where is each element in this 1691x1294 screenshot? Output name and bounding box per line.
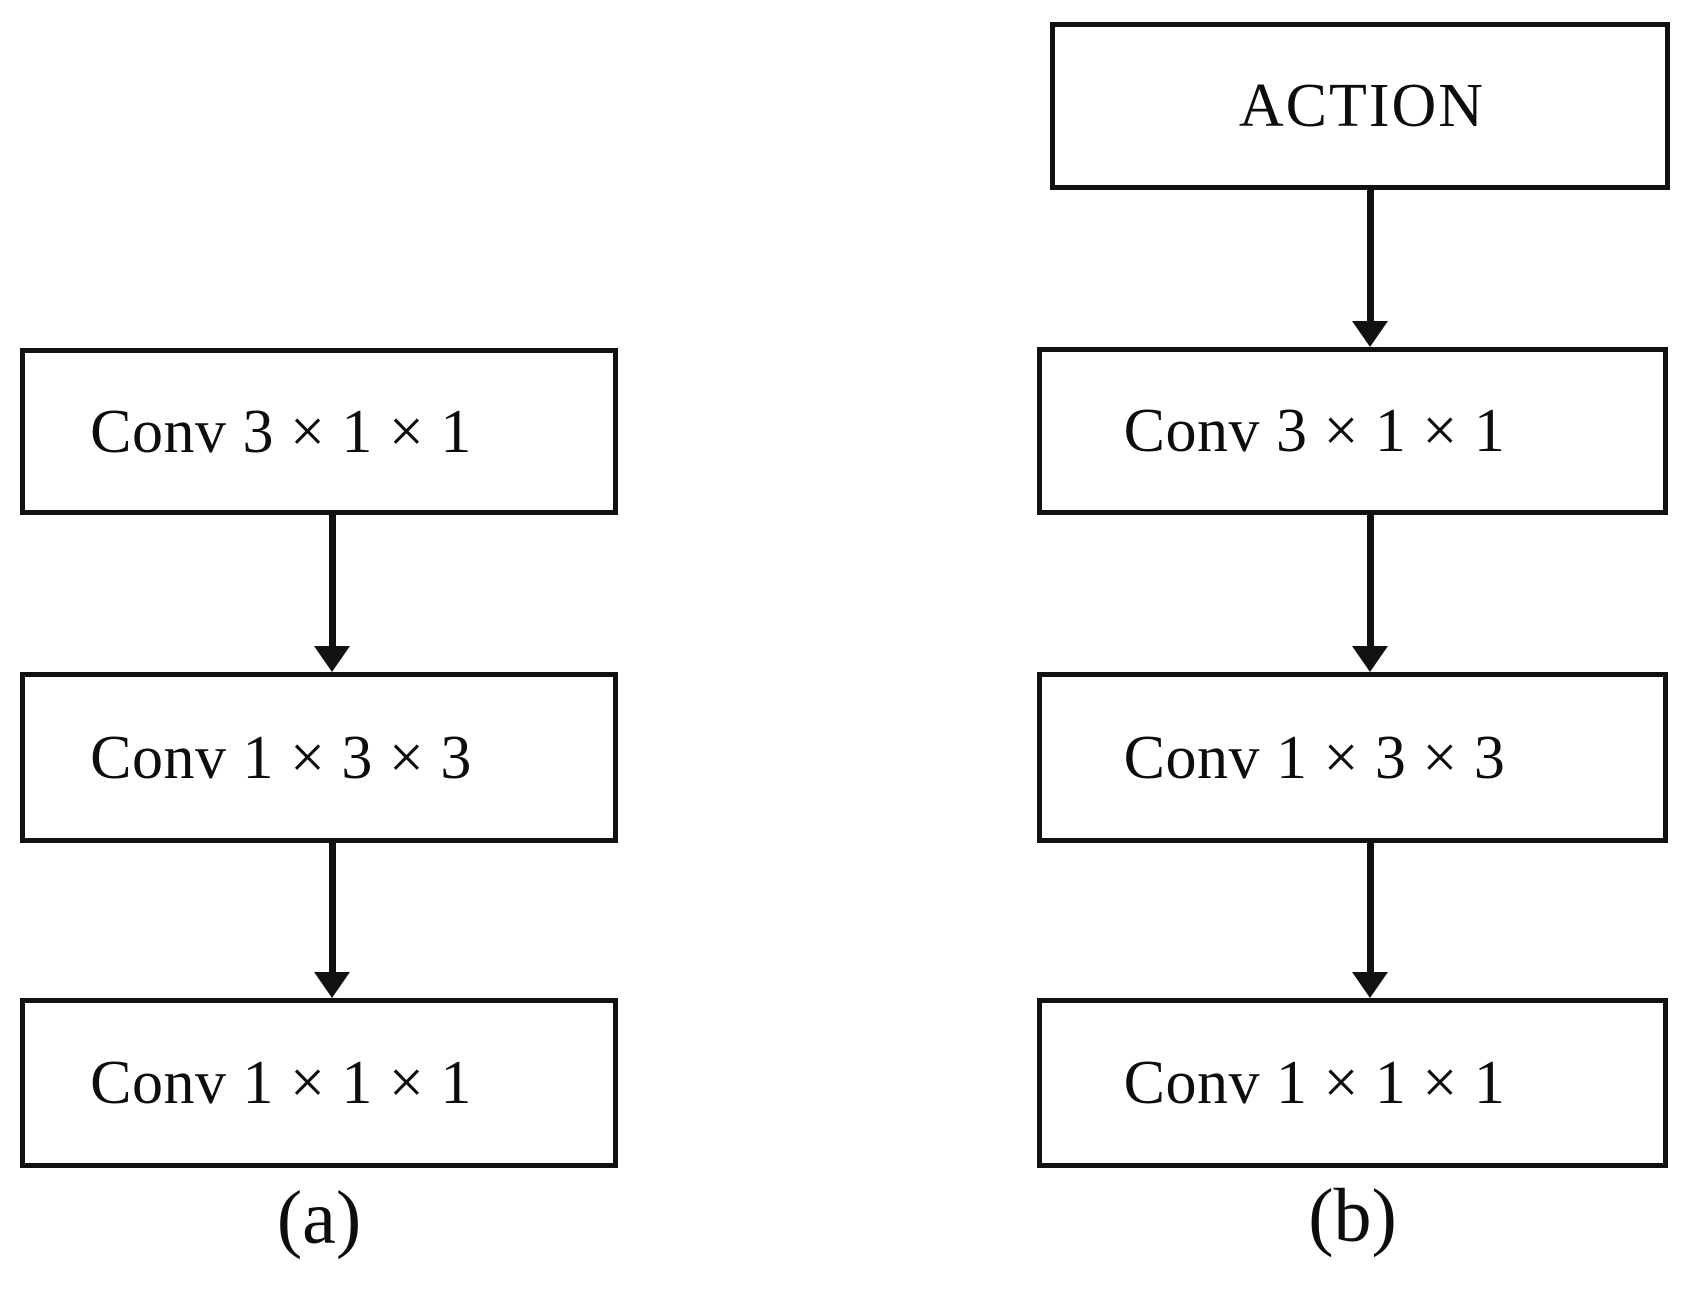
arrow-b-0-stem [1367,190,1374,324]
arrow-a-2-stem [329,843,336,975]
node-a-conv-1x1x1[interactable]: Conv 1 × 1 × 1 [20,998,618,1168]
arrow-b-1-head [1352,646,1388,672]
arrow-b-2 [1352,843,1388,998]
arrow-b-0 [1352,190,1388,347]
node-a-conv-1x3x3[interactable]: Conv 1 × 3 × 3 [20,672,618,843]
node-b-conv-1x1x1[interactable]: Conv 1 × 1 × 1 [1037,998,1668,1168]
node-b-action[interactable]: ACTION [1050,22,1670,190]
arrow-b-1-stem [1367,515,1374,649]
arrow-b-2-head [1352,972,1388,998]
node-b-conv-1x1x1-label: Conv 1 × 1 × 1 [1123,1049,1506,1117]
panel-b-caption: (b) [1308,1174,1397,1258]
node-a-conv-1x1x1-label: Conv 1 × 1 × 1 [90,1049,472,1117]
arrow-b-2-stem [1367,843,1374,975]
arrow-a-2-head [314,972,350,998]
arrow-a-1-head [314,646,350,672]
node-a-conv-3x1x1-label: Conv 3 × 1 × 1 [90,397,472,466]
node-b-conv-3x1x1[interactable]: Conv 3 × 1 × 1 [1037,347,1668,515]
node-a-conv-3x1x1[interactable]: Conv 3 × 1 × 1 [20,348,618,515]
arrow-b-1 [1352,515,1388,672]
panel-a-caption: (a) [276,1176,362,1260]
node-b-conv-3x1x1-label: Conv 3 × 1 × 1 [1123,397,1506,465]
node-b-conv-1x3x3-label: Conv 1 × 3 × 3 [1123,723,1506,792]
arrow-a-1-stem [329,515,336,649]
node-a-conv-1x3x3-label: Conv 1 × 3 × 3 [90,723,472,792]
arrow-a-2 [314,843,350,998]
node-b-action-label: ACTION [1238,72,1486,140]
arrow-a-1 [314,515,350,672]
node-b-conv-1x3x3[interactable]: Conv 1 × 3 × 3 [1037,672,1668,843]
arrow-b-0-head [1352,321,1388,347]
